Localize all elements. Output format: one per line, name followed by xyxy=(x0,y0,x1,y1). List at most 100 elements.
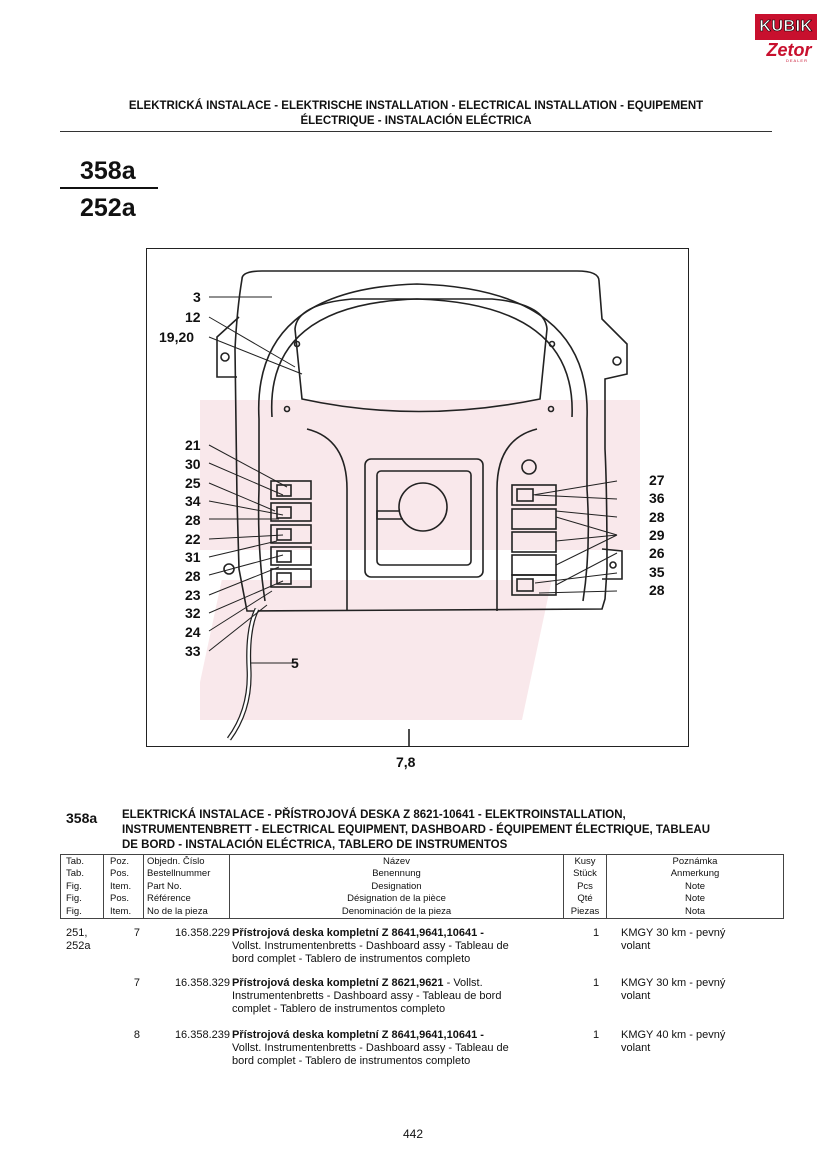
callout-30: 30 xyxy=(185,456,201,472)
header-cell: Nota xyxy=(684,905,706,917)
callout-33: 33 xyxy=(185,643,201,659)
row-part-number: 16.358.229 xyxy=(174,927,230,939)
header-cell: Part No. xyxy=(147,880,182,892)
header-cell: Poz. xyxy=(110,856,130,867)
callout-31: 31 xyxy=(185,549,201,565)
dashboard-line-art xyxy=(208,270,628,746)
header-col-pos: Poz. Pos. Item. Pos. Item. xyxy=(104,855,144,918)
callout-22: 22 xyxy=(185,531,201,547)
callout-28-b: 28 xyxy=(185,568,201,584)
section-code: 358a xyxy=(66,810,98,826)
section-title-line-1: ELEKTRICKÁ INSTALACE - PŘÍSTROJOVÁ DESKA… xyxy=(122,809,626,821)
table-row: 251, 252a 7 16.358.229 Přístrojová deska… xyxy=(60,927,782,969)
section-title: ELEKTRICKÁ INSTALACE - PŘÍSTROJOVÁ DESKA… xyxy=(122,808,782,853)
row-note: KMGY 30 km - pevný volant xyxy=(621,977,781,1003)
kubik-zetor-logo: KUBIK Zetor DEALER xyxy=(755,14,817,64)
callout-5: 5 xyxy=(291,655,299,671)
row-desc-line: bord complet - Tablero de instrumentos c… xyxy=(232,953,471,965)
row-qty: 1 xyxy=(592,1029,600,1041)
row-desc-bold: Přístrojová deska kompletní Z 8621,9621 xyxy=(232,977,444,989)
row-fig-line: 252a xyxy=(66,940,91,952)
callout-34: 34 xyxy=(185,493,201,509)
header-cell: Bestellnummer xyxy=(147,868,211,880)
row-qty: 1 xyxy=(592,977,600,989)
callout-21: 21 xyxy=(185,437,201,453)
header-cell: Note xyxy=(684,880,706,892)
header-cell: Tab. xyxy=(66,856,84,867)
header-col-qty: Kusy Stück Pcs Qté Piezas xyxy=(564,855,607,918)
row-desc-line: bord complet - Tablero de instrumentos c… xyxy=(232,1055,471,1067)
callout-28-a: 28 xyxy=(185,512,201,528)
row-note: KMGY 40 km - pevný volant xyxy=(621,1029,781,1055)
row-note-line: KMGY 40 km - pevný xyxy=(621,1029,726,1041)
header-col-tab: Tab. Tab. Fig. Fig. Fig. xyxy=(61,855,104,918)
header-cell: Item. xyxy=(110,880,132,892)
callout-35: 35 xyxy=(649,564,665,580)
row-note-line: volant xyxy=(621,1042,651,1054)
header-divider xyxy=(60,131,772,132)
callout-29: 29 xyxy=(649,527,665,543)
logo-band xyxy=(755,14,817,40)
page-number: 442 xyxy=(402,1127,424,1141)
row-desc-bold: Přístrojová deska kompletní Z 8641,9641,… xyxy=(232,927,484,939)
header-cell: Pos. xyxy=(110,893,130,905)
header-cell: Désignation de la pièce xyxy=(347,893,446,905)
callout-19-20: 19,20 xyxy=(159,329,195,345)
header-cell: Pcs xyxy=(577,880,593,892)
callout-12: 12 xyxy=(185,309,201,325)
page-group-bottom: 252a xyxy=(80,194,136,222)
row-desc-line: Vollst. Instrumentenbretts - Dashboard a… xyxy=(232,1042,509,1054)
header-cell: Référence xyxy=(147,893,191,905)
table-row: 8 16.358.239 Přístrojová deska kompletní… xyxy=(60,1029,782,1071)
callout-28-d: 28 xyxy=(649,582,665,598)
callout-36: 36 xyxy=(649,490,665,506)
header-cell: No de la pieza xyxy=(147,905,208,917)
header-cell: Tab. xyxy=(66,868,84,880)
callout-25: 25 xyxy=(185,475,201,491)
callout-32: 32 xyxy=(185,605,201,621)
row-note-line: KMGY 30 km - pevný xyxy=(621,977,726,989)
callout-3: 3 xyxy=(193,289,201,305)
row-note: KMGY 30 km - pevný volant xyxy=(621,927,781,953)
row-pos: 8 xyxy=(133,1029,140,1041)
header-cell: Pos. xyxy=(110,868,130,880)
row-note-line: volant xyxy=(621,990,651,1002)
logo-kubik-text: KUBIK xyxy=(759,18,813,36)
header-col-note: Poznámka Anmerkung Note Note Nota xyxy=(607,855,783,918)
row-note-line: volant xyxy=(621,940,651,952)
row-description: Přístrojová deska kompletní Z 8641,9641,… xyxy=(232,1029,562,1068)
page-group-top: 358a xyxy=(80,157,136,185)
callout-28-c: 28 xyxy=(649,509,665,525)
parts-table-header: Tab. Tab. Fig. Fig. Fig. Poz. Pos. Item.… xyxy=(60,854,784,919)
header-col-number: Objedn. Číslo Bestellnummer Part No. Réf… xyxy=(144,855,230,918)
header-cell: Designation xyxy=(371,880,422,892)
header-cell: Fig. xyxy=(66,905,82,917)
row-desc-line: Vollst. Instrumentenbretts - Dashboard a… xyxy=(232,940,509,952)
header-cell: Qté xyxy=(577,893,593,905)
callout-23: 23 xyxy=(185,587,201,603)
header-cell: Stück xyxy=(573,868,597,880)
header-cell: Fig. xyxy=(66,880,82,892)
row-part-number: 16.358.239 xyxy=(174,1029,230,1041)
header-cell: Item. xyxy=(110,905,132,917)
header-cell: Objedn. Číslo xyxy=(147,856,205,867)
row-desc-bold: Přístrojová deska kompletní Z 8641,9641,… xyxy=(232,1029,484,1041)
page-group-divider xyxy=(60,187,158,189)
header-cell: Note xyxy=(684,893,706,905)
row-part-number: 16.358.329 xyxy=(174,977,230,989)
logo-dealer-text: DEALER xyxy=(785,58,808,63)
table-row: 7 16.358.329 Přístrojová deska kompletní… xyxy=(60,977,782,1019)
header-cell: Denominación de la pieza xyxy=(341,905,452,917)
section-title-line-2: INSTRUMENTENBRETT - ELECTRICAL EQUIPMENT… xyxy=(122,824,710,836)
row-fig-line: 251, xyxy=(66,927,88,939)
section-title-line-3: DE BORD - INSTALACIÓN ELÉCTRICA, TABLERO… xyxy=(122,839,508,851)
row-pos: 7 xyxy=(133,927,140,939)
header-cell: Benennung xyxy=(372,868,421,880)
page-header: ELEKTRICKÁ INSTALACE - ELEKTRISCHE INSTA… xyxy=(60,99,772,128)
header-cell: Fig. xyxy=(66,893,82,905)
row-qty: 1 xyxy=(592,927,600,939)
header-cell: Piezas xyxy=(570,905,600,917)
row-fig: 251, 252a xyxy=(66,927,106,953)
row-note-line: KMGY 30 km - pevný xyxy=(621,927,726,939)
callout-26: 26 xyxy=(649,545,665,561)
